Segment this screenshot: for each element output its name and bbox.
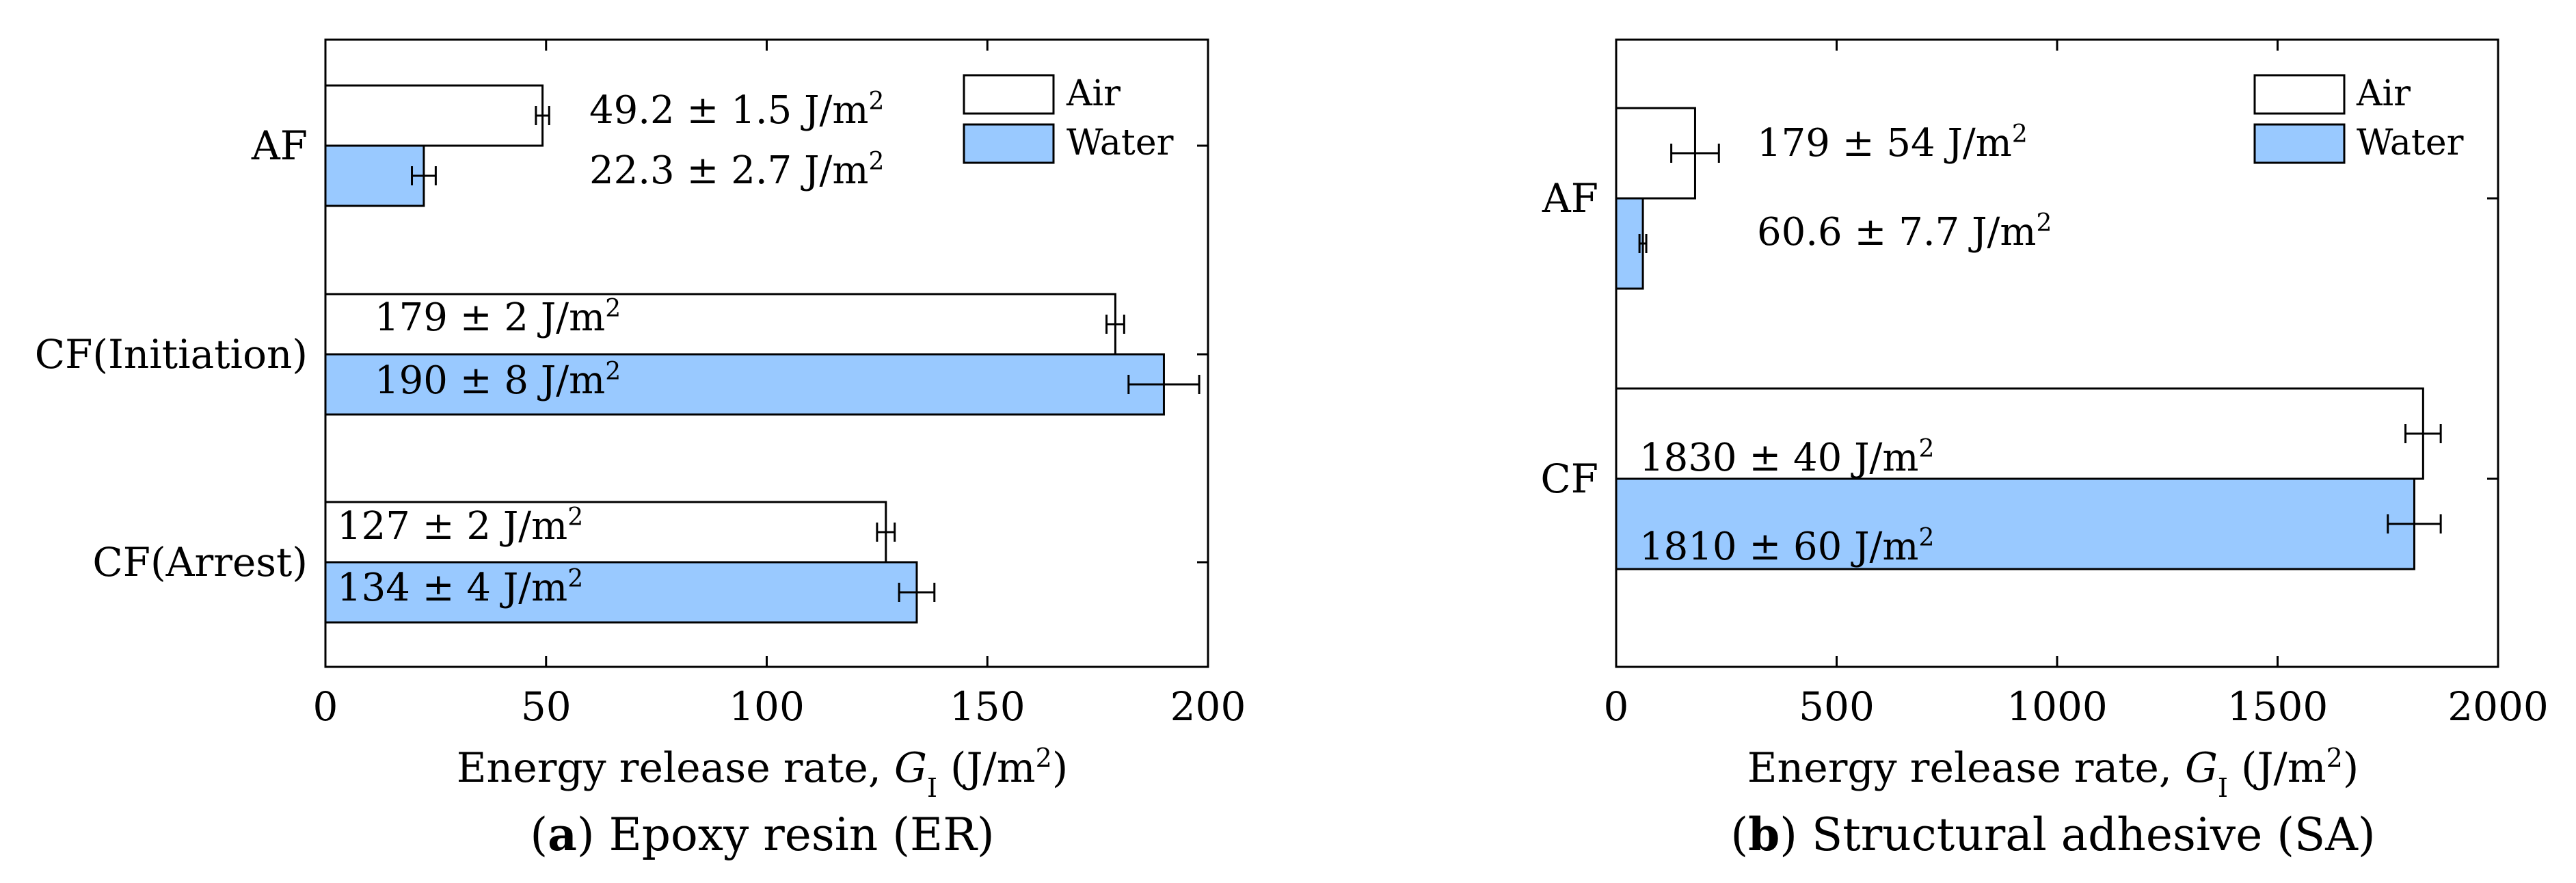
bar-air (324, 293, 1116, 356)
x-tick-label: 150 (950, 683, 1025, 730)
legend-label-water: Water (1066, 122, 1174, 163)
category-label: CF(Arrest) (92, 539, 308, 585)
x-tick-label: 200 (1170, 683, 1246, 730)
x-tick-label: 100 (729, 683, 805, 730)
x-tick-label: 1000 (2007, 683, 2108, 730)
legend-swatch-water (963, 123, 1055, 164)
legend-swatch-water (2253, 123, 2346, 164)
bar-air (324, 501, 887, 564)
category-label: AF (1542, 175, 1598, 222)
value-annotation: 190 ± 8 J/m2 (375, 358, 621, 404)
category-label: CF (1540, 456, 1598, 502)
legend-swatch-air (2253, 74, 2346, 115)
bar-water (324, 353, 1165, 416)
value-annotation: 1810 ± 60 J/m2 (1639, 524, 1934, 570)
figure-caption: (a) Epoxy resin (ER) (530, 808, 994, 861)
legend-label-water: Water (2357, 122, 2464, 163)
value-annotation: 134 ± 4 J/m2 (337, 565, 583, 611)
value-annotation: 60.6 ± 7.7 J/m2 (1757, 209, 2052, 255)
value-annotation: 1830 ± 40 J/m2 (1639, 435, 1934, 481)
x-tick-label: 500 (1799, 683, 1875, 730)
bar-air (1615, 387, 2424, 480)
figure-caption: (b) Structural adhesive (SA) (1730, 808, 2375, 861)
value-annotation: 179 ± 54 J/m2 (1757, 120, 2028, 166)
legend-label-air: Air (1066, 73, 1121, 114)
x-tick-label: 1500 (2227, 683, 2329, 730)
x-axis-label: Energy release rate, GI (J/m2) (1747, 743, 2359, 803)
value-annotation: 49.2 ± 1.5 J/m2 (589, 88, 884, 133)
x-tick-label: 0 (313, 683, 338, 730)
x-tick-label: 50 (521, 683, 572, 730)
chart-panel-a: 0 50 100 150 200 AF 49.2 ± 1.5 J/m2 22.3 ± 2.7 … (35, 38, 1246, 861)
x-tick-label: 0 (1604, 683, 1629, 730)
bar-water (324, 144, 425, 207)
category-label: CF(Initiation) (35, 331, 308, 378)
bar-water (324, 561, 918, 624)
chart-panel-b: 0 500 1000 1500 2000 AF 179 ± 54 J/m2 60.6 ± 7.… (1540, 38, 2549, 861)
value-annotation: 127 ± 2 J/m2 (337, 503, 583, 549)
category-label: AF (251, 122, 308, 169)
value-annotation: 22.3 ± 2.7 J/m2 (589, 148, 884, 194)
bar-air (324, 84, 544, 147)
legend-label-air: Air (2356, 73, 2411, 114)
x-tick-label: 2000 (2447, 683, 2549, 730)
x-axis-label: Energy release rate, GI (J/m2) (457, 743, 1068, 803)
value-annotation: 179 ± 2 J/m2 (375, 295, 621, 341)
legend-swatch-air (963, 74, 1055, 115)
